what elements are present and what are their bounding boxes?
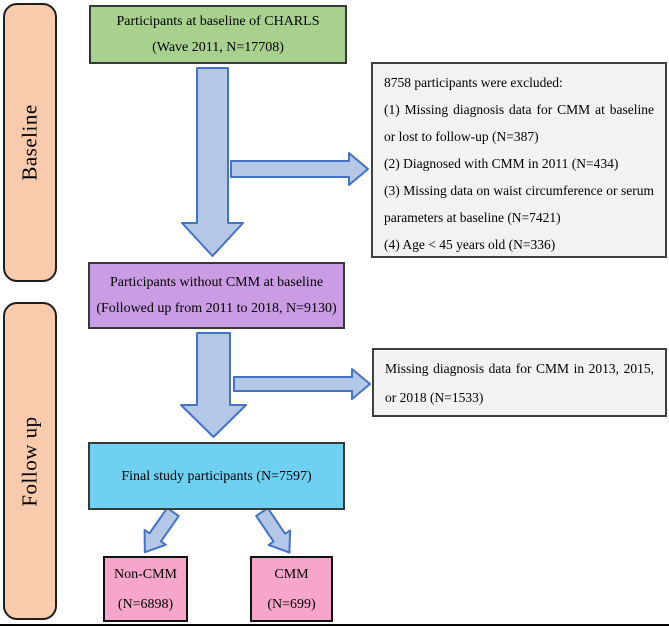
final-participants-text: Final study participants (N=7597) xyxy=(121,468,312,484)
phase-label-baseline: Baseline xyxy=(17,104,42,181)
no-cmm-line1: Participants without CMM at baseline xyxy=(109,275,324,290)
baseline-participants-box: Participants at baseline of CHARLS (Wave… xyxy=(89,5,347,64)
exclusion-item-4: (4) Age < 45 years old (N=336) xyxy=(384,237,556,252)
cmm-label: CMM xyxy=(274,566,309,582)
cmm-outcome-box: CMM (N=699) xyxy=(250,556,333,622)
phase-bar-baseline: Baseline xyxy=(3,3,57,282)
exclusion-item-2: (2) Diagnosed with CMM in 2011 (N=434) xyxy=(384,156,619,171)
down-arrow-icon-2 xyxy=(180,332,247,438)
no-cmm-baseline-box: Participants without CMM at baseline (Fo… xyxy=(88,262,345,329)
final-participants-box: Final study participants (N=7597) xyxy=(88,442,345,510)
figure-bottom-border xyxy=(0,624,669,626)
non-cmm-outcome-box: Non-CMM (N=6898) xyxy=(103,556,188,622)
diagonal-left-arrow-icon xyxy=(143,506,180,554)
non-cmm-label: Non-CMM xyxy=(113,566,177,582)
exclusion-item-3: (3) Missing data on waist circumference … xyxy=(384,183,654,225)
baseline-participants-line2: (Wave 2011, N=17708) xyxy=(152,40,284,55)
down-arrow-icon-1 xyxy=(181,67,244,257)
right-arrow-icon-2 xyxy=(233,368,371,400)
cmm-count: (N=699) xyxy=(267,596,316,612)
baseline-participants-line1: Participants at baseline of CHARLS xyxy=(116,14,320,29)
phase-bar-followup: Follow up xyxy=(3,302,57,620)
phase-label-followup: Follow up xyxy=(17,415,42,507)
exclusion-item-1: (1) Missing diagnosis data for CMM at ba… xyxy=(384,102,654,144)
exclusions-title: 8758 participants were excluded: xyxy=(384,75,563,90)
no-cmm-line2: (Followed up from 2011 to 2018, N=9130) xyxy=(96,301,337,316)
non-cmm-count: (N=6898) xyxy=(117,596,174,612)
missing-followup-data-box: Missing diagnosis data for CMM in 2013, … xyxy=(372,348,667,417)
right-arrow-icon-1 xyxy=(230,152,369,186)
excluded-participants-box: 8758 participants were excluded: (1) Mis… xyxy=(371,62,667,258)
diagonal-right-arrow-icon xyxy=(255,507,292,554)
missing-followup-text: Missing diagnosis data for CMM in 2013, … xyxy=(385,361,654,405)
